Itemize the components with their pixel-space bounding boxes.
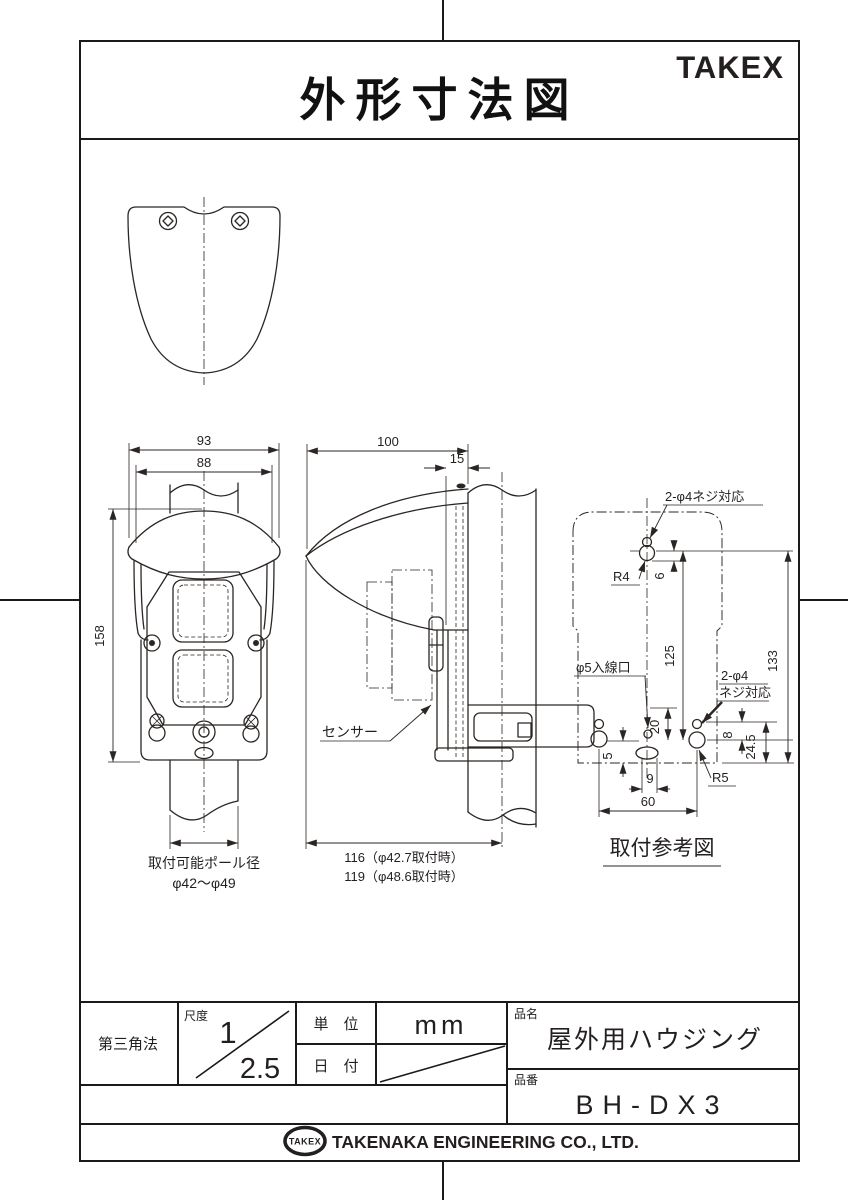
cable-inlet bbox=[643, 729, 653, 739]
top-view bbox=[127, 197, 281, 385]
dim-8: 8 bbox=[720, 731, 735, 738]
dim-5: 5 bbox=[600, 752, 615, 759]
mount-caption: 取付参考図 bbox=[610, 837, 715, 860]
screw-note-right-2: ネジ対応 bbox=[719, 685, 771, 700]
dim-width-inner: 88 bbox=[197, 455, 211, 470]
takex-logo: TAKEX bbox=[676, 49, 784, 86]
center-knob bbox=[192, 720, 216, 744]
unit-label: 単 位 bbox=[313, 1016, 358, 1033]
r5-label: R5 bbox=[712, 770, 729, 785]
takex-oval-logo-icon bbox=[283, 1125, 327, 1157]
dim-depth: 100 bbox=[377, 434, 399, 449]
dim-total-2: 119（φ48.6取付時） bbox=[344, 869, 463, 884]
drain-slot bbox=[194, 746, 214, 760]
scale-denominator: 2.5 bbox=[240, 1053, 280, 1085]
front-view: 93 88 158 bbox=[92, 433, 281, 891]
product-name: 屋外用ハウジング bbox=[547, 1026, 763, 1054]
side-screw-icon bbox=[247, 634, 265, 652]
bottom-screw-icon bbox=[242, 714, 260, 743]
engineering-drawing: 93 88 158 bbox=[92, 197, 794, 891]
screw-note-right-1: 2-φ4 bbox=[721, 668, 748, 683]
reg-mark-bottom bbox=[442, 1160, 444, 1200]
sheet-title: 外形寸法図 bbox=[299, 74, 580, 126]
side-view: 100 15 センサー 116（φ bbox=[305, 434, 595, 884]
keyhole-slot bbox=[688, 718, 706, 749]
scale-label: 尺度 bbox=[184, 1008, 208, 1023]
keyhole-slot bbox=[641, 536, 653, 548]
dim-9: 9 bbox=[646, 771, 653, 786]
mount-reference-view: 6 R4 2-φ4ネジ対応 φ5入線口 2-φ4 ネジ対応 R5 125 1 bbox=[572, 489, 794, 867]
dim-125: 125 bbox=[662, 645, 677, 667]
dim-width-outer: 93 bbox=[197, 433, 211, 448]
sheet-header: 外形寸法図 TAKEX bbox=[81, 42, 798, 140]
company-footer: TAKEX TAKENAKA ENGINEERING CO., LTD. bbox=[283, 1125, 639, 1157]
reg-mark-left bbox=[0, 599, 79, 601]
inlet-label: φ5入線口 bbox=[576, 660, 631, 675]
side-screw-icon bbox=[143, 634, 161, 652]
dim-133: 133 bbox=[765, 650, 780, 672]
bottom-screw-icon bbox=[148, 713, 166, 742]
screw-icon bbox=[158, 211, 178, 231]
scale-slash bbox=[195, 1010, 290, 1079]
unit-value: mm bbox=[415, 1010, 468, 1040]
dim-60: 60 bbox=[641, 794, 655, 809]
scale-numerator: 1 bbox=[219, 1015, 236, 1050]
dim-20: 20 bbox=[647, 720, 662, 734]
takex-oval-logo-text: TAKEX bbox=[289, 1137, 321, 1147]
keyhole-slot bbox=[590, 718, 608, 748]
reg-mark-right bbox=[798, 599, 848, 601]
pole-range-note-2: φ42～φ49 bbox=[172, 875, 236, 891]
projection-method: 第三角法 bbox=[98, 1035, 158, 1053]
title-block: 第三角法 尺度 1 2.5 単 位 mm 日 付 品名 屋外用ハウジング 品番 … bbox=[79, 1001, 798, 1157]
sensor-label: センサー bbox=[322, 724, 378, 740]
product-name-label: 品名 bbox=[514, 1006, 538, 1021]
company-name: TAKENAKA ENGINEERING CO., LTD. bbox=[332, 1132, 639, 1152]
dim-24-5: 24.5 bbox=[743, 734, 758, 759]
dim-6: 6 bbox=[652, 572, 667, 579]
dim-offset: 15 bbox=[450, 451, 464, 466]
pole-range-note-1: 取付可能ポール径 bbox=[148, 855, 260, 871]
screw-icon bbox=[230, 211, 250, 231]
date-label: 日 付 bbox=[313, 1058, 358, 1075]
product-number: BH-DX3 bbox=[575, 1090, 728, 1120]
r4-label: R4 bbox=[613, 569, 630, 584]
dim-total-1: 116（φ42.7取付時） bbox=[344, 850, 463, 865]
date-blank-slash bbox=[379, 1045, 506, 1083]
reg-mark-top bbox=[442, 0, 444, 40]
screw-note-top: 2-φ4ネジ対応 bbox=[665, 489, 744, 504]
product-number-label: 品番 bbox=[514, 1073, 538, 1087]
dim-height: 158 bbox=[92, 625, 107, 647]
